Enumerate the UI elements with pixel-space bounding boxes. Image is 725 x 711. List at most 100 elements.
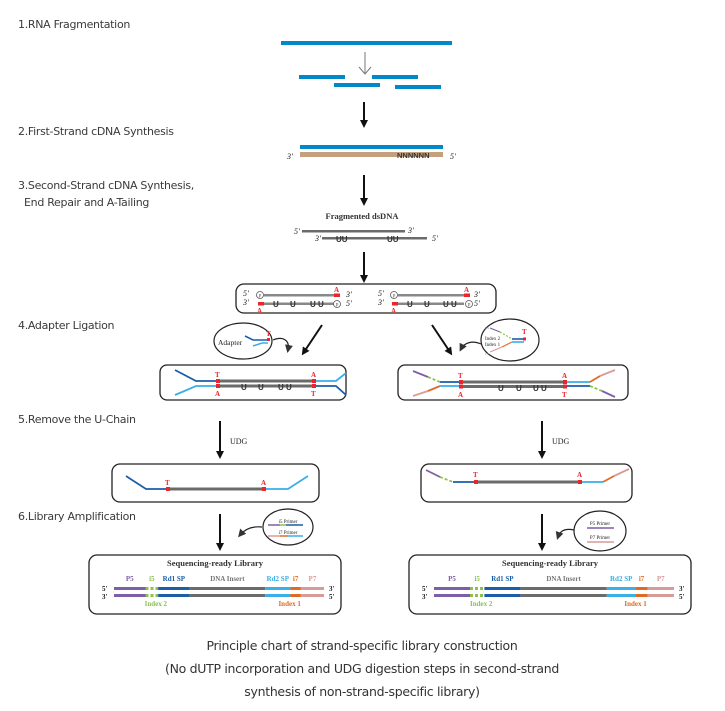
- i5-label: i5: [149, 575, 155, 583]
- svg-text:U: U: [278, 383, 284, 392]
- svg-text:U: U: [498, 384, 504, 393]
- udg-label-right: UDG: [552, 437, 570, 446]
- caption-line-2: (No dUTP incorporation and UDG digestion…: [165, 661, 559, 676]
- p7-segment: [300, 587, 324, 590]
- svg-text:A: A: [577, 471, 582, 479]
- rd1-sp-segment: [484, 594, 521, 597]
- caption-title: Principle chart of strand-specific libra…: [207, 638, 518, 653]
- svg-text:3': 3': [473, 290, 480, 299]
- diagonal-arrow-left: [301, 324, 323, 356]
- three-prime-bottom: 3': [102, 593, 108, 601]
- svg-text:U: U: [443, 300, 449, 309]
- dna-insert-segment: [189, 594, 266, 597]
- svg-text:T: T: [562, 391, 567, 399]
- dna-insert-label: DNA Insert: [546, 575, 581, 583]
- rd2-sp-label: Rd2 SP: [610, 575, 633, 583]
- svg-text:U: U: [241, 383, 247, 392]
- svg-text:U: U: [451, 300, 457, 309]
- top-3-prime: 3': [407, 226, 414, 235]
- fragmented-dsdna: Fragmented dsDNA 5' 3' 3' UU UU 5': [294, 211, 438, 244]
- library-box: [408, 554, 692, 615]
- ligated-product-left: T A A T U U U U: [159, 364, 347, 401]
- rd2-sp-segment: [265, 594, 291, 597]
- svg-text:U: U: [541, 384, 547, 393]
- three-prime: 3': [242, 298, 249, 307]
- p5-segment: [434, 594, 470, 597]
- i7-primer-label: i7 Primer: [279, 531, 298, 536]
- ligated-product-right: T A A T U U U U: [397, 364, 629, 401]
- step-3-label: 3.Second-Strand cDNA Synthesis,: [18, 179, 194, 192]
- svg-text:U: U: [407, 300, 413, 309]
- five-prime-top: 5': [422, 585, 428, 593]
- index-2-label: Index 2: [145, 600, 168, 608]
- dna-insert-segment: [520, 587, 607, 590]
- i7-segment: [290, 594, 301, 597]
- rd2-sp-segment: [606, 594, 636, 597]
- i7-segment: [635, 587, 648, 590]
- index-1-label: Index 1: [278, 600, 301, 608]
- three-prime-top: 3': [679, 585, 685, 593]
- five-prime-bottom: 5': [679, 593, 685, 601]
- svg-text:P: P: [259, 295, 262, 300]
- p5-primer-label: P5 Primer: [590, 522, 610, 527]
- rna-fragment: [334, 83, 380, 87]
- svg-text:3': 3': [377, 298, 384, 307]
- index-2-label: Index 2: [470, 600, 493, 608]
- step-3-sublabel: End Repair and A-Tailing: [24, 196, 149, 209]
- rna-fragment: [395, 85, 441, 89]
- svg-text:T: T: [458, 372, 463, 380]
- i7-segment: [635, 594, 648, 597]
- svg-text:T: T: [215, 371, 220, 379]
- svg-text:T: T: [473, 471, 478, 479]
- svg-text:A: A: [391, 307, 396, 315]
- adapter-inset-left: Adapter T: [213, 322, 293, 360]
- primer-inset-left: i5 Primer i7 Primer: [238, 508, 314, 546]
- svg-text:P: P: [468, 304, 471, 309]
- p7-segment: [300, 594, 324, 597]
- rd2-sp-segment: [265, 587, 291, 590]
- five-prime-top: 5': [102, 585, 108, 593]
- first-strand-synthesis: 3' NNNNNN 5': [286, 145, 456, 161]
- svg-text:T: T: [311, 390, 316, 398]
- p7-segment: [647, 594, 674, 597]
- phosphate-icon: [256, 291, 264, 299]
- i5-primer-label: i5 Primer: [279, 520, 298, 525]
- three-prime-bottom: 3': [422, 593, 428, 601]
- dna-insert-label: DNA Insert: [210, 575, 245, 583]
- svg-text:5': 5': [378, 289, 384, 298]
- step-2-label: 2.First-Strand cDNA Synthesis: [18, 125, 174, 138]
- index1-label: Index 1: [485, 343, 501, 348]
- phosphate-icon: [390, 291, 398, 299]
- svg-text:U: U: [533, 384, 539, 393]
- diagonal-arrow-right: [431, 324, 453, 356]
- i7-segment: [290, 587, 301, 590]
- i7-label: i7: [293, 575, 299, 583]
- rd2-sp-segment: [606, 587, 636, 590]
- dna-insert-segment: [520, 594, 607, 597]
- end-repaired-dna-box: 5' 3' P A 3' A U U U U P 5' 5' 3' P A 3'…: [235, 283, 497, 315]
- svg-text:U: U: [290, 300, 296, 309]
- a-tail: A: [334, 286, 339, 294]
- random-primer-label: NNNNNN: [397, 151, 430, 160]
- p5-label: P5: [448, 575, 456, 583]
- p5-segment: [114, 587, 146, 590]
- cdna-strand: [300, 152, 443, 157]
- cdna-5-prime: 5': [450, 152, 456, 161]
- library-box: [88, 554, 342, 615]
- five-prime: 5': [243, 289, 249, 298]
- svg-text:T: T: [522, 328, 527, 336]
- svg-text:A: A: [215, 390, 220, 398]
- p7-primer-label: P7 Primer: [590, 536, 610, 541]
- step-6-label: 6.Library Amplification: [18, 510, 136, 523]
- svg-text:U: U: [424, 300, 430, 309]
- svg-text:T: T: [165, 479, 170, 487]
- svg-text:U: U: [258, 383, 264, 392]
- index-1-label: Index 1: [624, 600, 647, 608]
- svg-text:A: A: [562, 372, 567, 380]
- svg-text:U: U: [286, 383, 292, 392]
- svg-text:U: U: [516, 384, 522, 393]
- svg-text:3': 3': [345, 290, 352, 299]
- rd1-sp-label: Rd1 SP: [491, 575, 514, 583]
- svg-text:U: U: [273, 300, 279, 309]
